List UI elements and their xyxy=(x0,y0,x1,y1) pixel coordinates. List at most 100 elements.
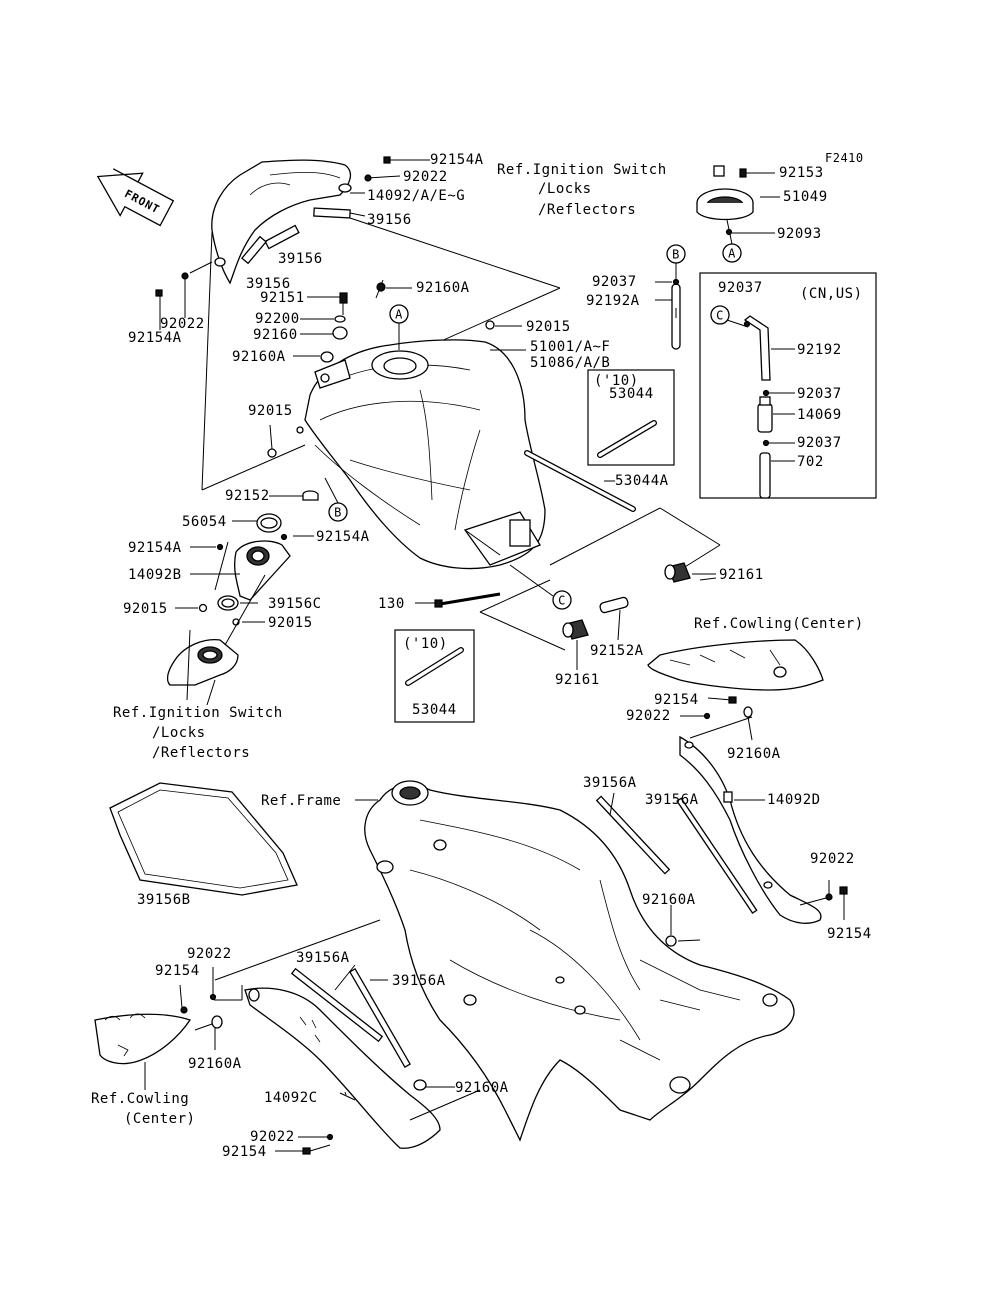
label-92154-bottom-left: 92154 xyxy=(155,963,200,979)
callout-B-tank: B xyxy=(324,477,348,522)
label-92154A-mid-left: 92154A xyxy=(128,540,182,556)
label-92200: 92200 xyxy=(255,311,300,327)
label-53044-top: 53044 xyxy=(609,386,654,402)
rod-53044-top-drawing xyxy=(597,420,657,458)
label-92154-right: 92154 xyxy=(654,692,699,708)
ref-ignition-top-line1: Ref.Ignition Switch xyxy=(497,162,667,178)
svg-text:B: B xyxy=(672,248,680,262)
label-92154-far-right: 92154 xyxy=(827,926,872,942)
callout-A-top: A xyxy=(389,304,409,350)
fastener-stack-drawing xyxy=(267,282,495,501)
label-51086: 51086/A/B xyxy=(530,355,610,371)
ref-cowling-center-left-line1: Ref.Cowling xyxy=(91,1091,189,1107)
cowling-center-right-drawing xyxy=(647,639,824,741)
label-92037-box-top: 92037 xyxy=(718,280,763,296)
cover-14092-drawing xyxy=(211,159,352,285)
diagram-code: F2410 xyxy=(825,151,864,165)
label-92160A-center: 92160A xyxy=(642,892,696,908)
label-92037-box-mid: 92037 xyxy=(797,386,842,402)
label-92160A-bottom: 92160A xyxy=(455,1080,509,1096)
label-14092D: 14092D xyxy=(767,792,821,808)
ref-ignition-top-line3: /Reflectors xyxy=(538,202,636,218)
ref-frame: Ref.Frame xyxy=(261,793,341,809)
label-92161-upper: 92161 xyxy=(719,567,764,583)
label-92160A-bottom-left: 92160A xyxy=(188,1056,242,1072)
ref-ignition-bottom-line2: /Locks xyxy=(152,725,206,741)
label-92022-right: 92022 xyxy=(626,708,671,724)
label-92161-lower: 92161 xyxy=(555,672,600,688)
hose-92192A-drawing xyxy=(655,278,681,350)
label-92192: 92192 xyxy=(797,342,842,358)
label-92160: 92160 xyxy=(253,327,298,343)
label-14069: 14069 xyxy=(797,407,842,423)
label-14092C: 14092C xyxy=(264,1090,318,1106)
svg-text:A: A xyxy=(395,308,403,322)
callout-B-hose: B xyxy=(666,244,686,282)
assembly-line-lower-2 xyxy=(409,1089,481,1121)
label-92022-top: 92022 xyxy=(403,169,448,185)
label-92160A-tank: 92160A xyxy=(416,280,470,296)
label-14092-A-EG: 14092/A/E~G xyxy=(367,188,465,204)
cowling-center-left-drawing xyxy=(94,967,243,1090)
svg-text:A: A xyxy=(728,247,736,261)
box-10-top xyxy=(587,369,675,466)
pads-39156A-right xyxy=(595,792,758,914)
bolt-92154A-icon xyxy=(364,156,430,182)
label-92015-mid: 92015 xyxy=(123,601,168,617)
svg-text:C: C xyxy=(558,594,566,608)
label-92160A-left: 92160A xyxy=(232,349,286,365)
labels: 92154A 92022 14092/A/E~G 39156 39156 391… xyxy=(91,152,872,1160)
label-92037-hose: 92037 xyxy=(592,274,637,290)
label-92037-box-low: 92037 xyxy=(797,435,842,451)
box-10-bottom xyxy=(394,629,475,723)
label-53044A: 53044A xyxy=(615,473,669,489)
label-14092B: 14092B xyxy=(128,567,182,583)
label-130: 130 xyxy=(378,596,405,612)
fuel-cap-drawing xyxy=(696,165,780,236)
label-92151: 92151 xyxy=(260,290,305,306)
side-cover-14092D-drawing xyxy=(679,735,822,924)
label-39156-a: 39156 xyxy=(367,212,412,228)
label-39156A-l2: 39156A xyxy=(392,973,446,989)
rod-53044A-drawing xyxy=(524,450,636,512)
callout-C-box: C xyxy=(710,305,749,328)
sleeve-92152A-drawing xyxy=(599,596,629,641)
label-92152A: 92152A xyxy=(590,643,644,659)
label-39156B: 39156B xyxy=(137,892,191,908)
ref-ignition-bottom-line1: Ref.Ignition Switch xyxy=(113,705,283,721)
ref-cowling-center-right: Ref.Cowling(Center) xyxy=(694,616,864,632)
label-51001: 51001/A~F xyxy=(530,339,610,355)
leader-lines xyxy=(269,287,717,581)
callout-A-cap: A xyxy=(722,219,742,263)
label-92015-right: 92015 xyxy=(526,319,571,335)
frame-drawing xyxy=(355,780,795,1142)
fasteners-bottom-left xyxy=(275,1079,455,1155)
fuel-tank-drawing xyxy=(296,339,546,570)
bolt-130-drawing xyxy=(415,592,501,608)
label-39156-c: 39156 xyxy=(246,276,291,292)
label-10-bottom: ('10) xyxy=(403,636,448,652)
pad-39156B-drawing xyxy=(109,782,298,896)
label-10-top: ('10) xyxy=(594,373,639,389)
tank-lower-lines xyxy=(464,507,721,651)
pads-39156A-left xyxy=(290,964,411,1069)
label-92154A-mid-right: 92154A xyxy=(316,529,370,545)
label-92022-left: 92022 xyxy=(160,316,205,332)
label-92022-bottom-left: 92022 xyxy=(187,946,232,962)
label-92015-left: 92015 xyxy=(248,403,293,419)
label-53044-bottom: 53044 xyxy=(412,702,457,718)
label-92153: 92153 xyxy=(779,165,824,181)
label-51049: 51049 xyxy=(783,189,828,205)
label-702: 702 xyxy=(797,454,824,470)
label-39156A-r2: 39156A xyxy=(645,792,699,808)
svg-text:C: C xyxy=(716,309,724,323)
front-arrow-icon: FRONT xyxy=(96,168,175,227)
assembly-line-lower xyxy=(214,919,381,981)
side-cover-14092C-drawing xyxy=(244,987,441,1149)
svg-text:B: B xyxy=(334,506,342,520)
label-92154A-top: 92154A xyxy=(430,152,484,168)
label-39156-b: 39156 xyxy=(278,251,323,267)
callout-C-tank: C xyxy=(509,564,572,610)
label-cn-us: (CN,US) xyxy=(800,286,863,302)
label-92154-bottom: 92154 xyxy=(222,1144,267,1160)
